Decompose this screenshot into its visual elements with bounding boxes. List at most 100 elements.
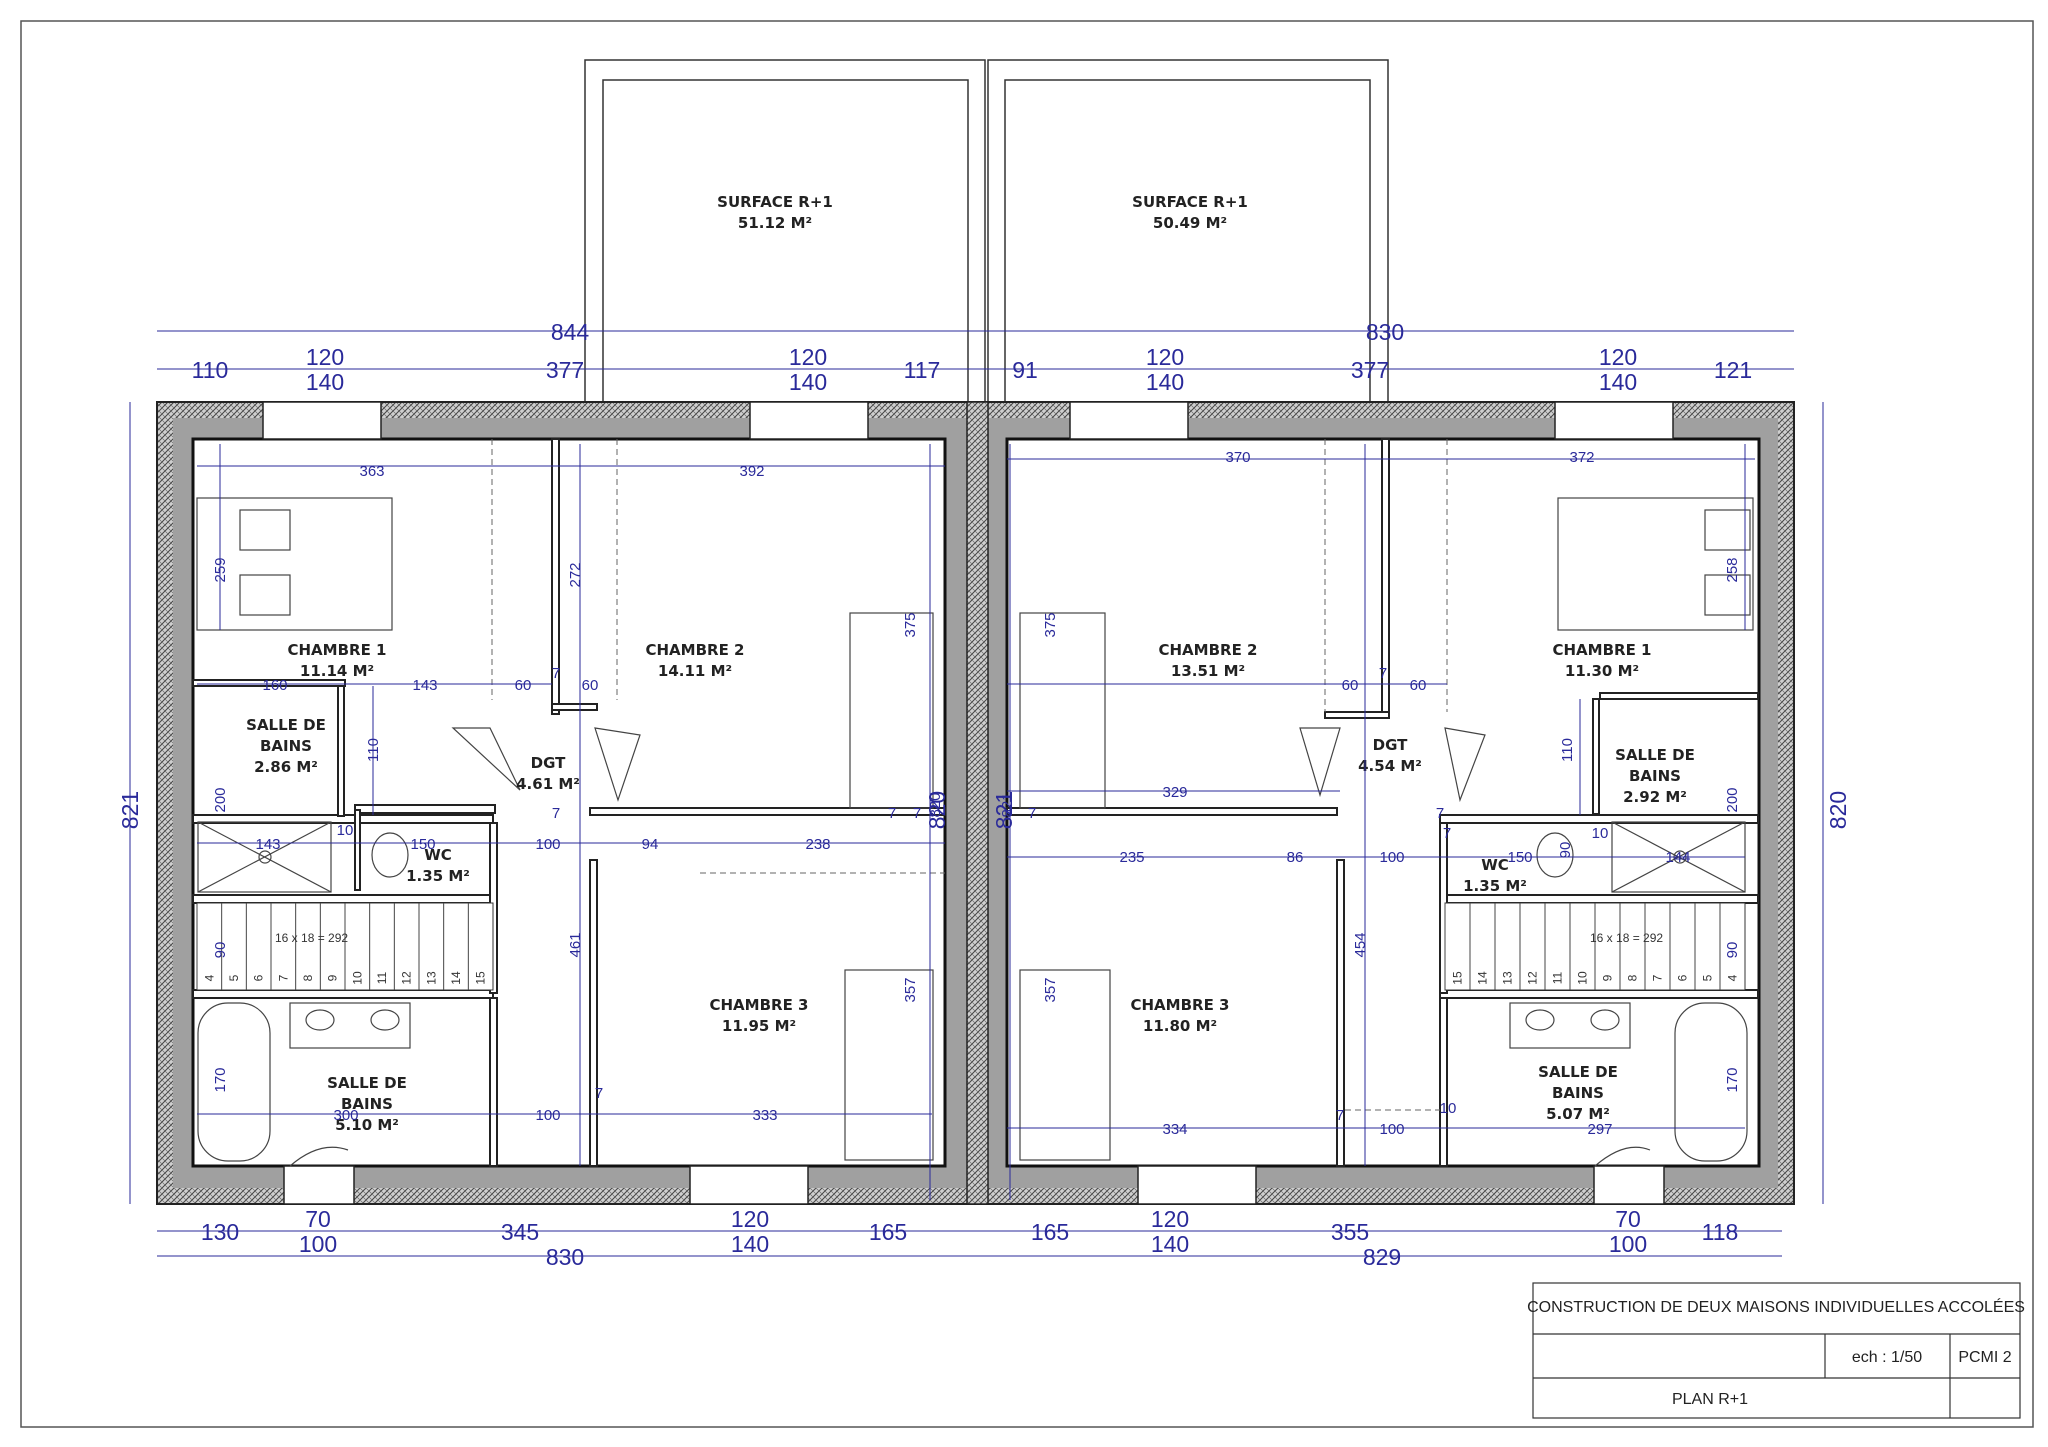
dim-inner-right: 100 [1379, 1121, 1404, 1138]
stair-step-number: 6 [252, 974, 266, 981]
bed-left-ch1 [196, 497, 393, 631]
dim-top-row: 110 [192, 357, 229, 383]
dim-inner-left: 7 [552, 665, 560, 682]
dim-inner-right: 100 [1379, 849, 1404, 866]
dim-bottom-row-b: 140 [1151, 1231, 1189, 1257]
dim-top-row: 121 [1714, 357, 1752, 383]
roof-surface-right-name: SURFACE R+1 [1132, 193, 1248, 211]
dim-inner-right: 821 [999, 792, 1016, 817]
dim-inner-left: 143 [255, 836, 280, 853]
stair-step-number: 4 [1726, 974, 1740, 981]
dim-inner-left: 820 [927, 792, 944, 817]
room-left-wc: WC [424, 846, 452, 864]
dim-top-row: 120 [789, 344, 827, 370]
dim-inner-right: 10 [1592, 825, 1609, 842]
title-project: CONSTRUCTION DE DEUX MAISONS INDIVIDUELL… [1527, 1297, 2025, 1316]
dim-inner-right: 372 [1569, 449, 1594, 466]
dim-inner-right: 150 [1507, 849, 1532, 866]
dim-top-row: 120 [1599, 344, 1637, 370]
stair-step-number: 10 [1576, 971, 1590, 985]
dimension-lines [129, 330, 1824, 1257]
dim-top-row: 377 [546, 357, 584, 383]
roof-surface-right-area: 50.49 M² [1153, 214, 1227, 232]
dim-inner-right: 60 [1342, 677, 1359, 694]
dim-inner-right: 297 [1587, 1121, 1612, 1138]
room-right-sdb2-area: 5.07 M² [1546, 1105, 1610, 1123]
sheet-border [20, 20, 2034, 1428]
stair-step-number: 5 [227, 974, 241, 981]
stair-step-lines [196, 903, 1721, 990]
dim-inner-left: 363 [359, 463, 384, 480]
dim-bottom-overall: 830 [546, 1244, 584, 1270]
stair-step-number: 14 [449, 971, 463, 985]
room-right-wc: WC [1481, 856, 1509, 874]
dim-inner-left: 160 [262, 677, 287, 694]
dim-inner-right: 7 [1336, 1107, 1344, 1124]
dim-bottom-row: 70 [1615, 1206, 1641, 1232]
dim-top-overall: 844 [551, 319, 590, 345]
dim-top-row-b: 140 [1146, 369, 1184, 395]
top-windows [262, 401, 1674, 1205]
room-right-wc-area: 1.35 M² [1463, 877, 1527, 895]
room-left-chambre1: CHAMBRE 1 [288, 641, 387, 659]
stairs-label-right: 16 x 18 = 292 [1590, 931, 1663, 945]
dim-top-row: 117 [904, 357, 941, 383]
stair-step-number: 14 [1476, 971, 1490, 985]
room-right-chambre2-area: 13.51 M² [1171, 662, 1245, 680]
bathtub-left [197, 1002, 271, 1162]
dim-bottom-row: 345 [501, 1219, 539, 1245]
stair-step-number: 15 [1451, 971, 1465, 985]
dim-inner-left: 461 [567, 932, 584, 957]
title-block [1532, 1282, 2021, 1419]
dim-inner-right: 235 [1119, 849, 1144, 866]
dim-inner-right: 258 [1724, 557, 1741, 582]
dim-top-row: 377 [1351, 357, 1389, 383]
dim-side: 821 [991, 791, 1017, 829]
dim-inner-left: 259 [212, 557, 229, 582]
dim-inner-left: 110 [365, 738, 382, 762]
dim-inner-right: 86 [1287, 849, 1304, 866]
stair-step-number: 13 [1501, 971, 1515, 985]
bed-right-ch2 [1019, 612, 1106, 809]
room-right-chambre3-area: 11.80 M² [1143, 1017, 1217, 1035]
stair-step-number: 7 [1651, 974, 1665, 981]
title-plan: PLAN R+1 [1672, 1391, 1748, 1408]
dim-top-row: 91 [1012, 357, 1038, 383]
stair-step-number: 8 [301, 974, 315, 981]
dim-inner-left: 200 [212, 787, 229, 812]
dim-bottom-row: 165 [1031, 1219, 1069, 1245]
dim-inner-left: 333 [752, 1107, 777, 1124]
roof-surface-left-area: 51.12 M² [738, 214, 812, 232]
dim-bottom-row: 130 [201, 1219, 239, 1245]
room-left-sdb2-area: 5.10 M² [335, 1116, 399, 1134]
dim-inner-right: 90 [1724, 942, 1741, 959]
room-right-sdb2-b: BAINS [1552, 1084, 1604, 1102]
dim-inner-right: 10 [1440, 1100, 1457, 1117]
dim-inner-right: 170 [1724, 1067, 1741, 1092]
room-left-sdb1: SALLE DE [246, 716, 326, 734]
stair-step-number: 12 [400, 971, 414, 985]
room-right-chambre3: CHAMBRE 3 [1131, 996, 1230, 1014]
dim-inner-left: 94 [642, 836, 659, 853]
room-right-sdb2: SALLE DE [1538, 1063, 1618, 1081]
dim-inner-left: 60 [582, 677, 599, 694]
dim-top-row: 120 [1146, 344, 1184, 370]
dim-bottom-row: 120 [731, 1206, 769, 1232]
title-code: PCMI 2 [1958, 1349, 2011, 1366]
room-right-sdb1-b: BAINS [1629, 767, 1681, 785]
dashed-lines [491, 439, 1448, 1111]
dim-top-row: 120 [306, 344, 344, 370]
interior-walls-right [1006, 438, 1759, 1167]
stair-step-number: 13 [424, 971, 438, 985]
stair-step-number: 11 [375, 971, 389, 984]
room-left-dgt: DGT [531, 754, 566, 772]
stair-step-number: 10 [350, 971, 364, 985]
dim-bottom-row: 70 [305, 1206, 331, 1232]
shower-left [197, 821, 332, 893]
room-left-wc-area: 1.35 M² [406, 867, 470, 885]
dim-inner-left: 90 [212, 942, 229, 959]
dim-inner-right: 144 [1665, 849, 1690, 866]
dim-side: 820 [1825, 791, 1851, 829]
